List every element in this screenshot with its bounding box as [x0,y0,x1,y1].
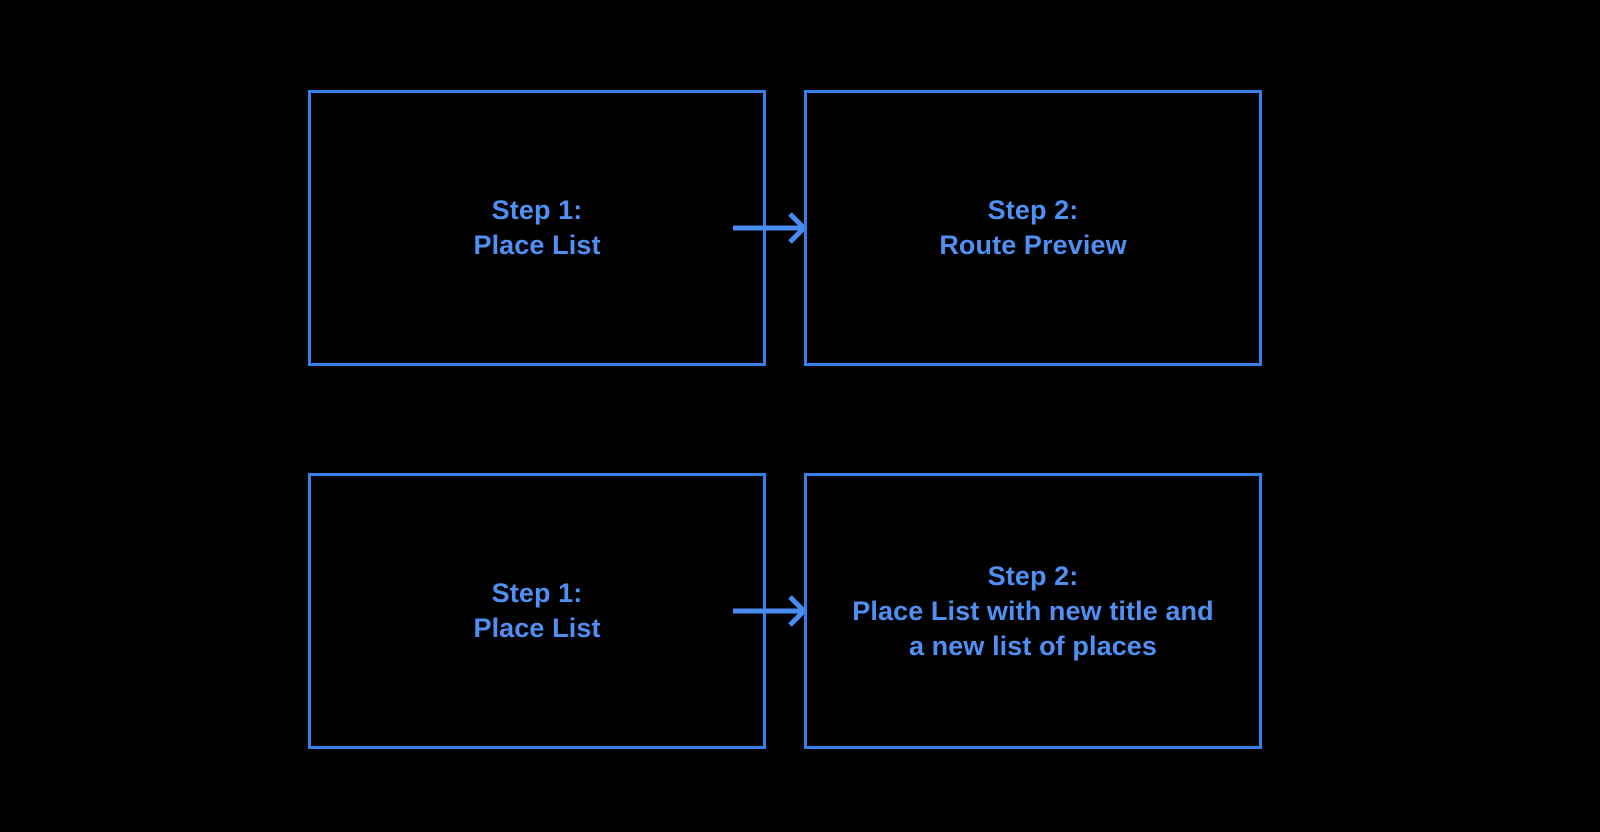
flow-node-row0-step1[interactable]: Step 1: Place List [308,90,766,366]
flow-node-row0-step2[interactable]: Step 2: Route Preview [804,90,1262,366]
flow-row-0: Step 1: Place List Step 2: Route Preview [0,90,1600,366]
flow-row-1: Step 1: Place List Step 2: Place List wi… [0,473,1600,749]
flow-node-label: Step 1: Place List [473,195,601,260]
flow-node-row1-step1[interactable]: Step 1: Place List [308,473,766,749]
flow-node-label: Step 2: Place List with new title and a … [852,560,1214,661]
flow-node-label: Step 1: Place List [473,578,601,643]
flow-node-row1-step2[interactable]: Step 2: Place List with new title and a … [804,473,1262,749]
flow-node-label: Step 2: Route Preview [939,195,1127,260]
